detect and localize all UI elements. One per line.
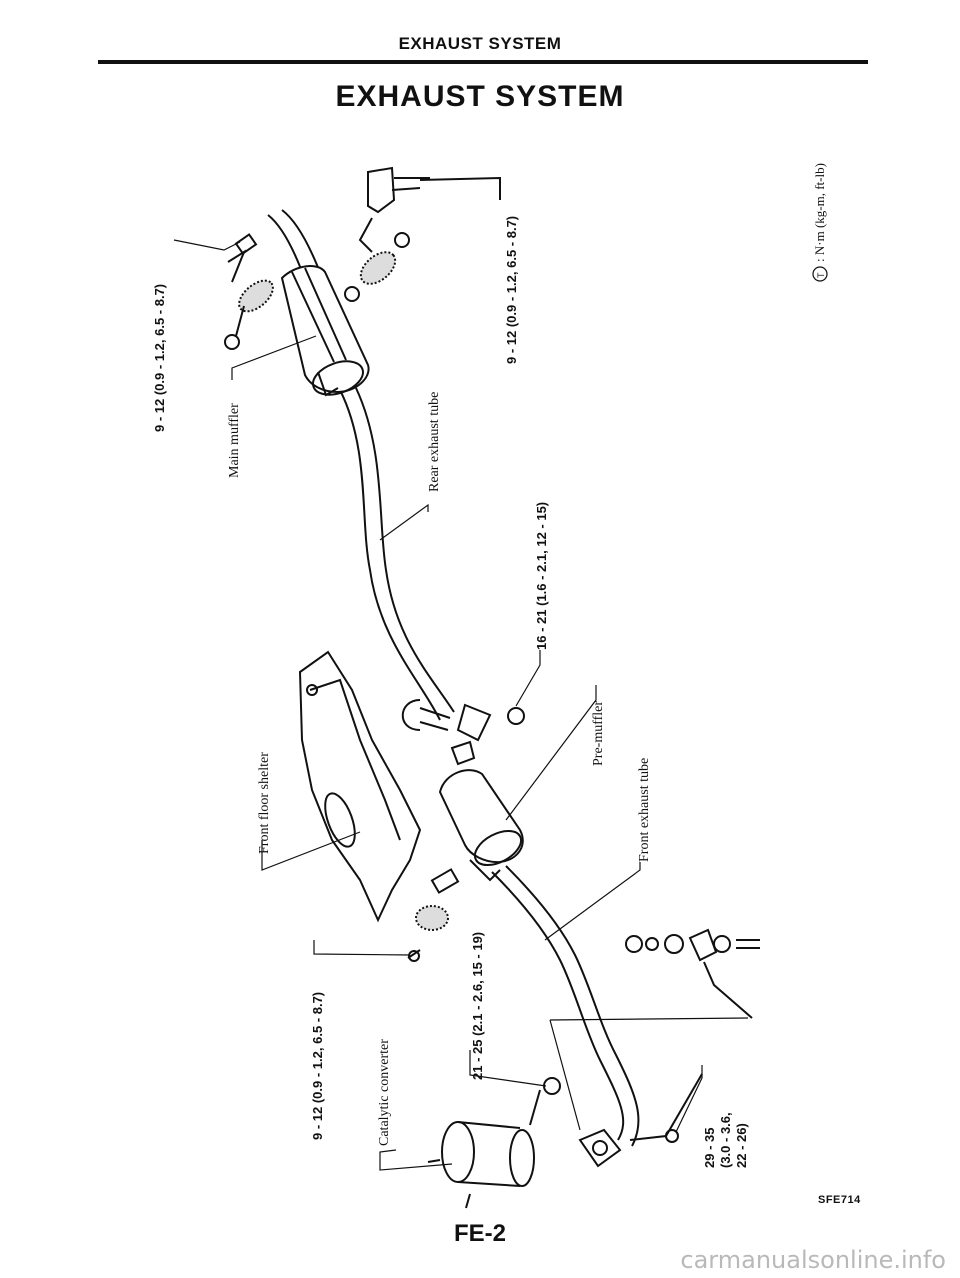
page-number: FE-2 [453, 1220, 506, 1247]
flange-hardware-row [625, 928, 760, 1019]
pre-muffler-clamp [401, 699, 525, 742]
torque-manifold-nut-line3: 22 - 26) [734, 1123, 749, 1168]
main-muffler-right-hanger [344, 166, 501, 302]
leader-lines [173, 239, 749, 1171]
torque-front-floor-shelter: 9 - 12 (0.9 - 1.2, 6.5 - 8.7) [310, 992, 325, 1140]
page-title: EXHAUST SYSTEM [335, 80, 625, 113]
legend-units: : N·m (kg-m, ft-lb) [812, 163, 827, 262]
vertical-labels: 9 - 12 (0.9 - 1.2, 6.5 - 8.7) 9 - 12 (0.… [152, 216, 749, 1168]
label-pre-muffler: Pre-muffler [591, 701, 606, 766]
figure-id: SFE714 [818, 1194, 861, 1206]
watermark-text: carmanualsonline.info [680, 1246, 946, 1274]
label-main-muffler: Main muffler [227, 403, 242, 478]
torque-catalytic-converter: 21 - 25 (2.1 - 2.6, 15 - 19) [470, 932, 485, 1080]
front-exhaust-tube [491, 865, 640, 1147]
torque-main-muffler-left: 9 - 12 (0.9 - 1.2, 6.5 - 8.7) [152, 284, 167, 432]
torque-manifold-nut-line1: 29 - 35 [702, 1128, 717, 1168]
torque-symbol-icon [812, 266, 828, 282]
label-rear-exhaust-tube: Rear exhaust tube [427, 392, 442, 492]
header-rule [98, 60, 868, 64]
front-floor-shelter [298, 650, 422, 923]
label-catalytic-converter: Catalytic converter [377, 1039, 392, 1146]
label-front-exhaust-tube: Front exhaust tube [637, 758, 652, 862]
torque-main-muffler-right: 9 - 12 (0.9 - 1.2, 6.5 - 8.7) [504, 216, 519, 364]
main-muffler-left-hanger [224, 233, 274, 350]
main-muffler [280, 265, 370, 397]
manifold-flange [578, 1073, 703, 1168]
torque-manifold-nut-line2: (3.0 - 3.6, [718, 1112, 733, 1168]
legend-symbol: T [816, 272, 826, 278]
section-header-title: EXHAUST SYSTEM [398, 34, 562, 53]
torque-legend: T : N·m (kg-m, ft-lb) [812, 163, 828, 282]
pre-muffler [438, 740, 524, 882]
shelter-mount-hardware [407, 868, 460, 962]
label-front-floor-shelter: Front floor shelter [257, 752, 272, 854]
catalytic-converter [427, 1077, 561, 1209]
torque-pre-muffler-clamp: 16 - 21 (1.6 - 2.1, 12 - 15) [534, 502, 549, 650]
